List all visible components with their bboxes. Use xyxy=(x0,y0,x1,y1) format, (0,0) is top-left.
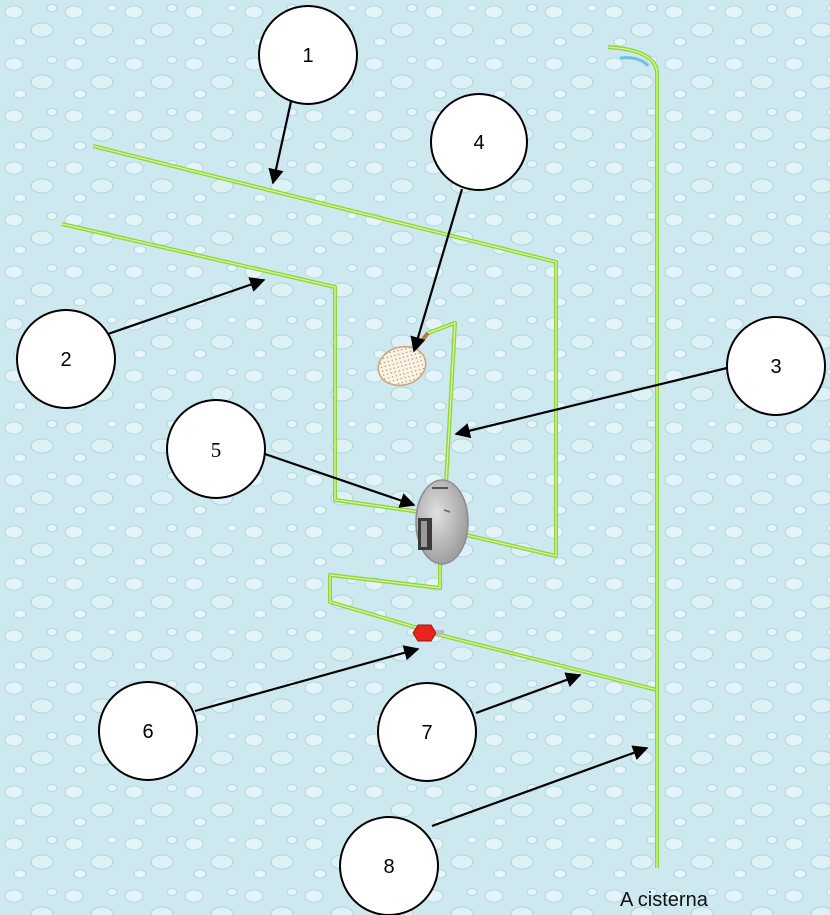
leader-3 xyxy=(454,366,728,439)
callout-7: 7 xyxy=(377,682,477,782)
cistern-caption: A cisterna xyxy=(620,889,709,911)
leader-4 xyxy=(410,188,464,353)
callout-3-label: 3 xyxy=(770,356,781,378)
callout-1: 1 xyxy=(258,5,358,105)
callout-6-label: 6 xyxy=(142,721,153,743)
callout-4: 4 xyxy=(430,93,528,191)
callout-5-label: 5 xyxy=(211,438,222,462)
callout-1-label: 1 xyxy=(302,45,313,67)
leader-8 xyxy=(431,745,649,828)
callout-5: 5 xyxy=(166,399,266,499)
callout-2-label: 2 xyxy=(60,349,71,371)
leader-1 xyxy=(268,96,294,185)
leader-5 xyxy=(261,451,416,508)
leader-7 xyxy=(475,672,582,715)
callout-4-label: 4 xyxy=(473,132,484,154)
callout-7-label: 7 xyxy=(421,722,432,744)
callout-2: 2 xyxy=(16,309,116,409)
leader-2 xyxy=(107,277,266,336)
callout-3: 3 xyxy=(726,316,826,416)
callout-8-label: 8 xyxy=(383,856,394,878)
valve-icon xyxy=(412,624,444,642)
leader-arrows xyxy=(107,96,728,828)
shower-mixer-icon xyxy=(415,479,469,565)
leader-6 xyxy=(194,645,420,713)
callout-6: 6 xyxy=(98,681,198,781)
callout-8: 8 xyxy=(339,816,439,915)
